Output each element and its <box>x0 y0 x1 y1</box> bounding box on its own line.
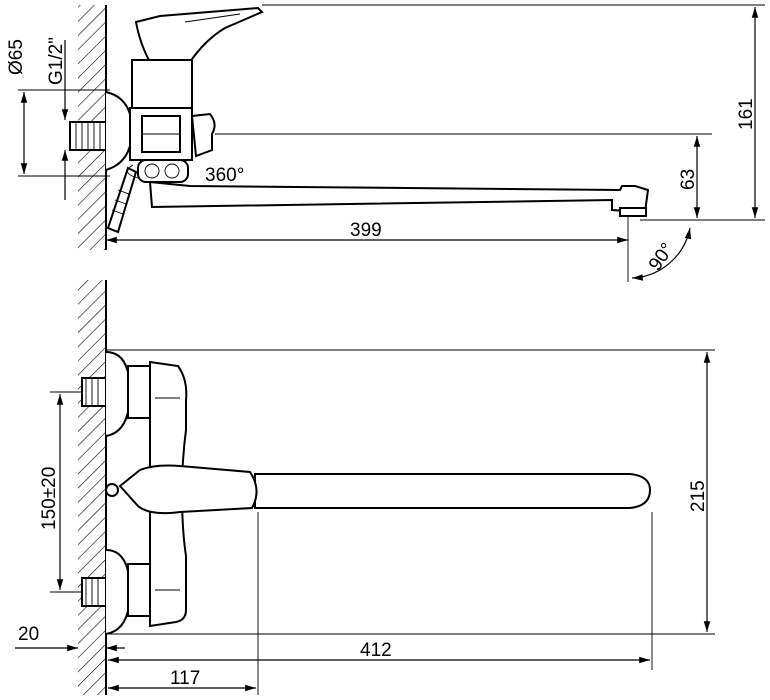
top-angle-label: 90° <box>645 239 679 275</box>
top-total-height-label: 161 <box>736 98 757 130</box>
top-side-knob <box>190 112 216 158</box>
front-spacing-label: 150±20 <box>39 467 60 530</box>
top-valve-nut <box>129 107 193 161</box>
top-cartridge-body <box>131 59 193 113</box>
top-spout-length-label: 399 <box>350 220 382 241</box>
top-spout-height-label: 63 <box>678 169 699 190</box>
top-escutcheon <box>105 91 134 171</box>
front-body-depth-label: 117 <box>170 668 200 689</box>
top-hose-nozzle <box>106 166 138 234</box>
top-spout <box>148 180 650 214</box>
front-handle <box>118 464 258 515</box>
top-diameter-label: Ø65 <box>6 39 27 75</box>
front-wall-hatch <box>78 280 106 695</box>
top-rotation-label: 360° <box>205 165 244 186</box>
front-handle-knob <box>105 483 119 497</box>
front-spout <box>254 473 652 509</box>
top-thread-connector <box>69 121 107 151</box>
front-reach-label: 412 <box>360 640 392 661</box>
front-view: 215 150±20 20 412 117 <box>15 280 715 695</box>
top-thread-label: G1/2" <box>46 37 67 85</box>
top-view: Ø65 G1/2" 161 63 399 360° 90° <box>6 4 765 282</box>
front-lower-connector <box>81 549 151 635</box>
top-swivel-ring <box>137 159 189 183</box>
front-height-label: 215 <box>688 480 709 512</box>
top-handle <box>134 6 264 63</box>
front-wall-offset-label: 20 <box>18 624 39 645</box>
